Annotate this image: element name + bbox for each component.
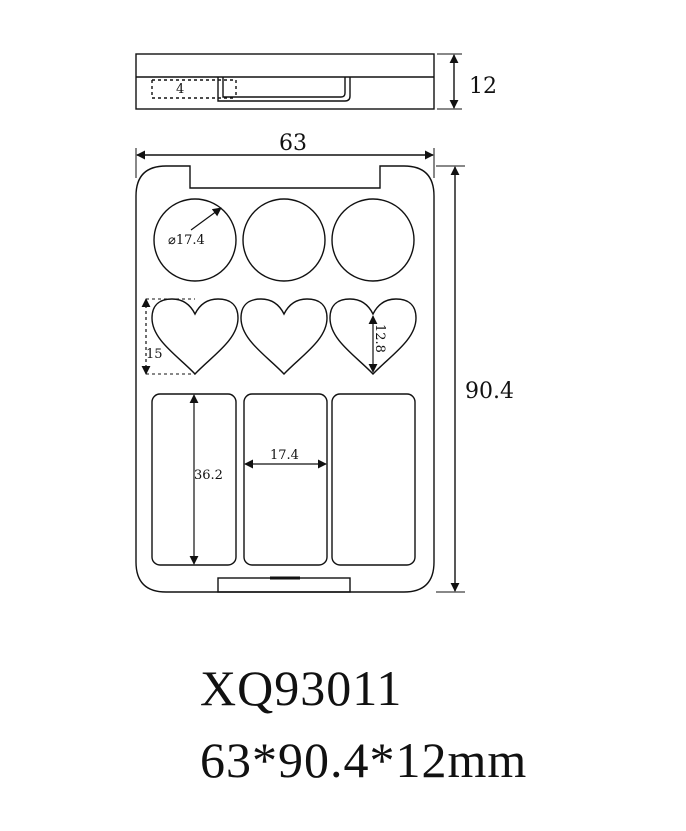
bottom-latch <box>217 577 351 593</box>
rect-pan-3 <box>331 393 416 566</box>
pan-height-label: 36.2 <box>194 468 223 483</box>
heart-well-2 <box>240 298 328 376</box>
circle-well-2 <box>242 198 326 282</box>
side-view-outline <box>135 53 435 110</box>
side-view-clasp-inner <box>222 77 346 98</box>
rect-pan-1 <box>151 393 237 566</box>
heart-inner-height-label: 12.8 <box>372 324 387 353</box>
heart-outer-height-label: 15 <box>146 347 163 362</box>
case-outline <box>135 165 435 593</box>
length-label: 90.4 <box>465 379 514 404</box>
pan-width-label: 17.4 <box>270 448 299 463</box>
height-label: 12 <box>469 74 497 99</box>
heart-well-3 <box>329 298 417 376</box>
circle-well-1 <box>153 198 237 282</box>
clasp-depth-label: 4 <box>176 82 184 97</box>
circle-diameter-label: ⌀17.4 <box>168 233 205 248</box>
width-label: 63 <box>279 131 307 156</box>
heart-well-1 <box>151 298 239 376</box>
model-number: XQ93011 <box>200 660 403 716</box>
rect-pan-2 <box>243 393 328 566</box>
side-view <box>135 53 462 110</box>
circle-well-3 <box>331 198 415 282</box>
diameter-leader <box>190 207 222 231</box>
side-view-clasp-outer <box>217 77 351 102</box>
overall-size: 63*90.4*12mm <box>200 732 528 788</box>
